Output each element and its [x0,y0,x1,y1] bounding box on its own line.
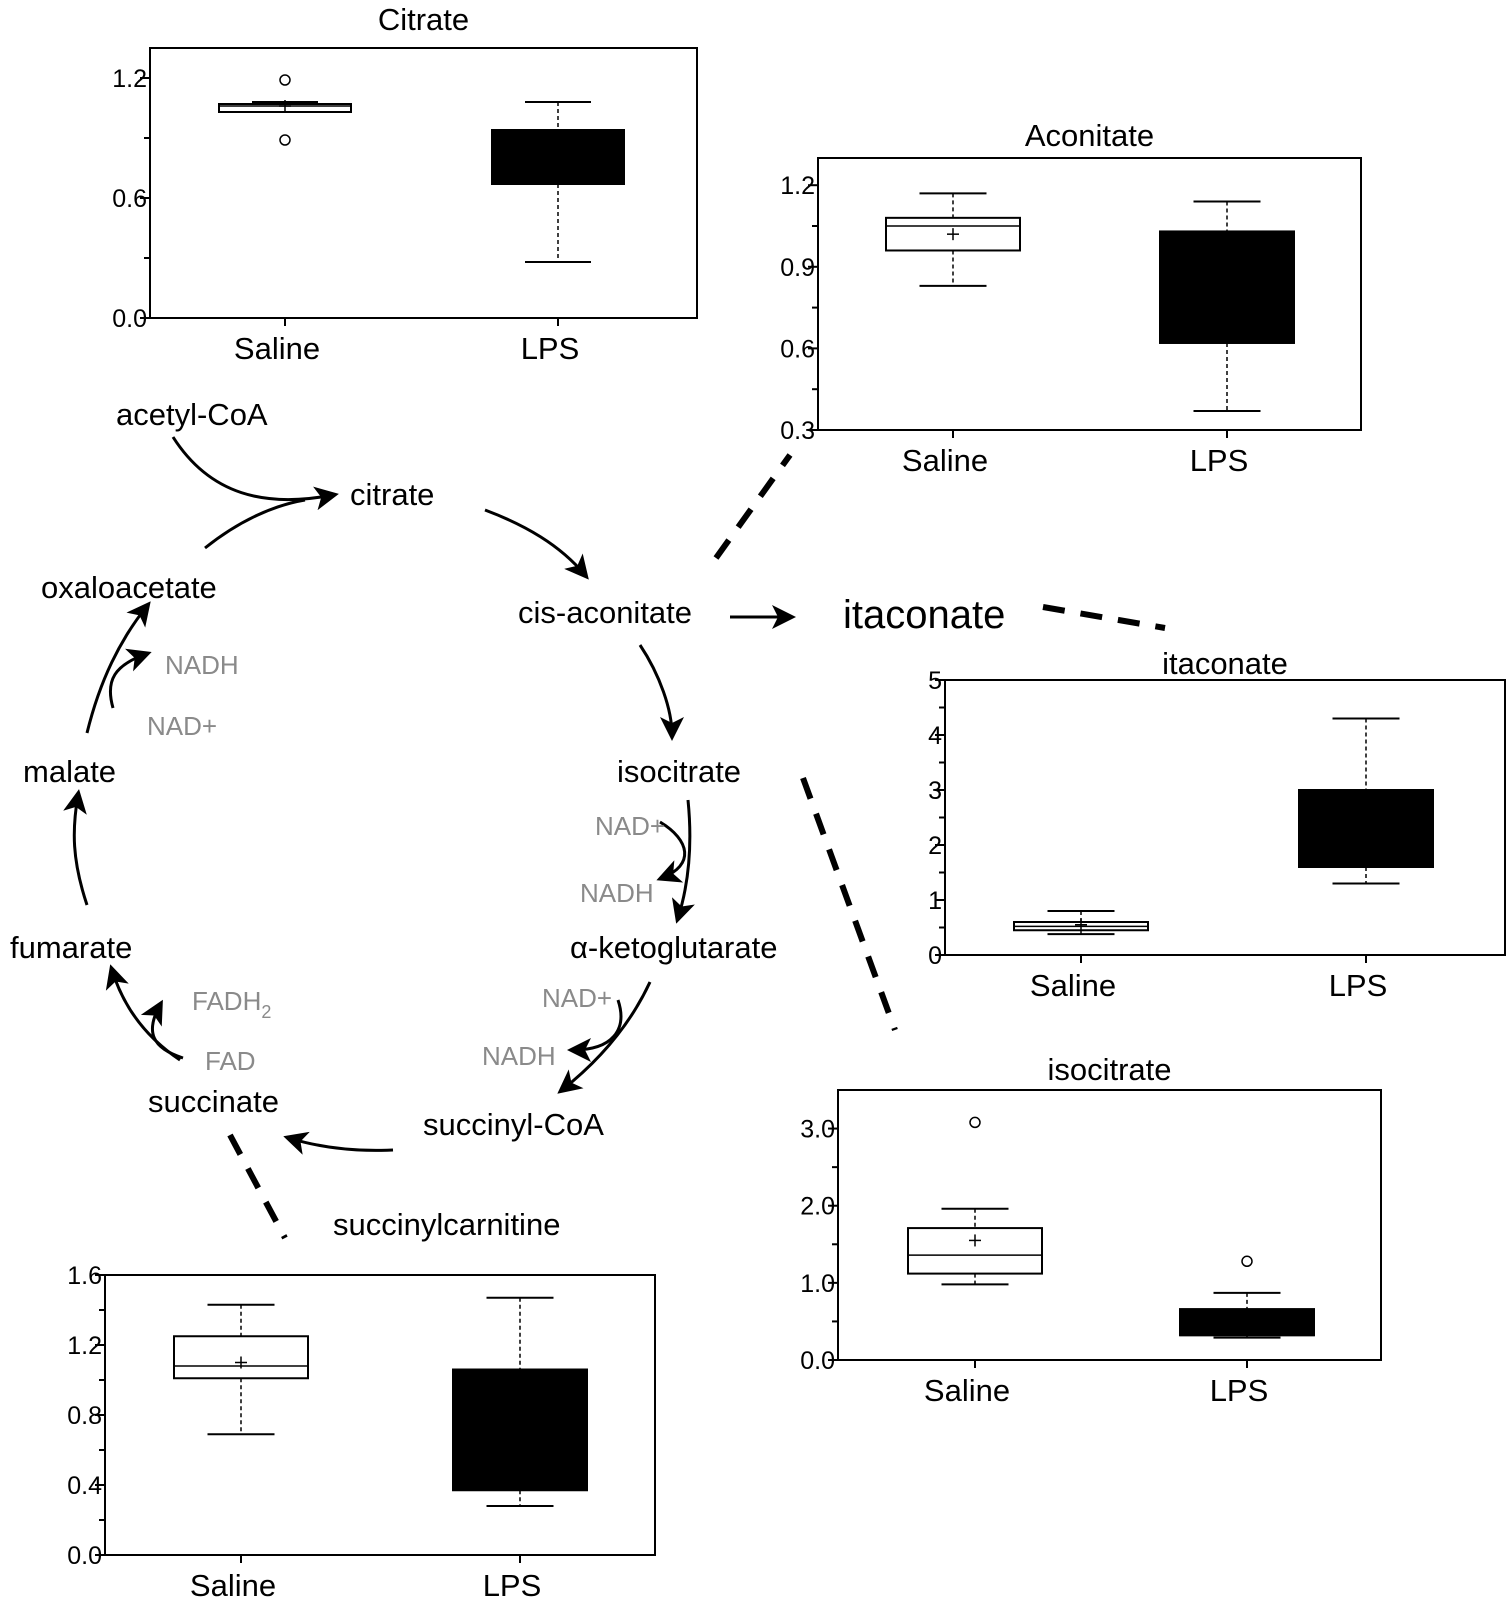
label-oxaloacetate: oxaloacetate [41,570,217,605]
cofactor-nad-akg: NAD+ [542,983,612,1013]
connector-cisaconitate-aconitate [713,453,793,560]
arrow-acetylcoa-citrate [171,436,339,511]
cofactor-nadh-malate: NADH [165,650,239,680]
label-itaconate-big: itaconate [843,593,1005,637]
plot-title: Aconitate [1025,118,1154,153]
box-lps [1298,789,1434,868]
x-category-label: LPS [1329,968,1388,1003]
y-tick-label: 0.9 [780,254,815,282]
arrow-cisaconitate-isocitrate [638,644,684,741]
box-lps [1179,1308,1315,1337]
label-succinyl-coa: succinyl-CoA [423,1107,604,1142]
label-isocitrate: isocitrate [617,754,741,789]
y-tick-label: 1.2 [67,1332,102,1360]
arrow-succinate-fumarate [105,964,181,1062]
cofactor-nadh-isocitrate: NADH [580,878,654,908]
plot-title: isocitrate [1047,1052,1171,1087]
arrow-malate-oxaloacetate [85,601,151,734]
label-alpha-ketoglutarate: α-ketoglutarate [570,930,777,965]
label-cis-aconitate: cis-aconitate [518,595,692,630]
outlier-point [1241,1255,1253,1268]
box-lps [491,129,625,185]
y-tick-label: 0.0 [800,1347,835,1375]
y-tick-label: 1.2 [780,172,815,200]
connector-succinate-succinylcarnitine [227,1133,288,1240]
y-tick-label: 2.0 [800,1193,835,1221]
arrow-akg-succinylcoa [557,981,652,1094]
cofactor-fadh2: FADH2 [192,986,271,1022]
plot-title: Citrate [378,2,469,37]
cofactor-nad-malate: NAD+ [147,711,217,741]
box-lps [1159,230,1295,344]
y-tick-label: 0.0 [67,1542,102,1570]
outlier-point [279,74,291,86]
outlier-point [969,1116,981,1129]
cofactor-fadh2-base: FADH [192,986,261,1016]
arrow-citrate-cisaconitate [484,508,589,580]
label-citrate: citrate [350,477,434,512]
y-tick-label: 1.6 [67,1262,102,1290]
label-succinate: succinate [148,1084,279,1119]
x-category-label: Saline [234,331,320,366]
y-tick-label: 3.0 [800,1116,835,1144]
y-tick-label: 0.4 [67,1472,102,1500]
y-tick-label: 1.2 [112,65,147,93]
x-category-label: LPS [483,1568,542,1603]
y-tick-label: 4 [928,722,942,750]
arrow-nad-nadh-malate [108,648,152,709]
y-tick-label: 1 [928,887,942,915]
y-tick-label: 0.6 [780,335,815,363]
arrow-fad-fadh2 [140,999,184,1060]
arrow-nad-nadh-akg [567,999,623,1062]
cofactor-fad: FAD [205,1046,256,1076]
y-tick-label: 5 [928,667,942,695]
y-tick-label: 3 [928,777,942,805]
plot-frame [837,1089,1382,1361]
y-tick-label: 0 [928,942,942,970]
y-tick-label: 0.0 [112,305,147,333]
arrow-succinylcoa-succinate [283,1131,394,1155]
y-tick-label: 0.3 [780,417,815,445]
y-tick-label: 2 [928,832,942,860]
metabolite-labels: acetyl-CoA citrate cis-aconitate itacona… [10,397,1005,1242]
plot-frame [149,47,698,319]
label-fumarate: fumarate [10,930,132,965]
outlier-point [279,134,291,146]
x-category-label: LPS [521,331,580,366]
y-tick-label: 0.6 [112,185,147,213]
label-succinylcarnitine: succinylcarnitine [333,1207,560,1242]
cofactor-nadh-akg: NADH [482,1041,556,1071]
x-category-label: LPS [1190,443,1249,478]
y-tick-label: 0.8 [67,1402,102,1430]
y-tick-label: 1.0 [800,1270,835,1298]
box-lps [452,1368,588,1492]
x-category-label: Saline [190,1568,276,1603]
arrow-fumarate-malate [63,789,89,906]
arrow-nad-nadh-isocitrate [656,820,687,883]
dashed-connectors [227,453,1166,1240]
arrow-oxaloacetate-citrate [204,498,306,550]
cofactor-fadh2-sub: 2 [261,1002,271,1022]
x-category-label: LPS [1210,1373,1269,1408]
arrow-isocitrate-akg [671,799,695,924]
pathway-arrows [63,436,796,1155]
cofactor-labels: NADH NAD+ NAD+ NADH NAD+ NADH FADH2 FAD [147,650,665,1076]
label-malate: malate [23,754,116,789]
connector-isocitrate-plot [800,776,898,1032]
x-category-label: Saline [902,443,988,478]
cofactor-nad-isocitrate: NAD+ [595,811,665,841]
x-category-label: Saline [924,1373,1010,1408]
plot-title: itaconate [1162,646,1288,681]
plot-frame [817,157,1362,431]
x-category-label: Saline [1030,968,1116,1003]
label-acetyl-coa: acetyl-CoA [116,397,268,432]
connector-itaconate-plot [1042,604,1166,631]
